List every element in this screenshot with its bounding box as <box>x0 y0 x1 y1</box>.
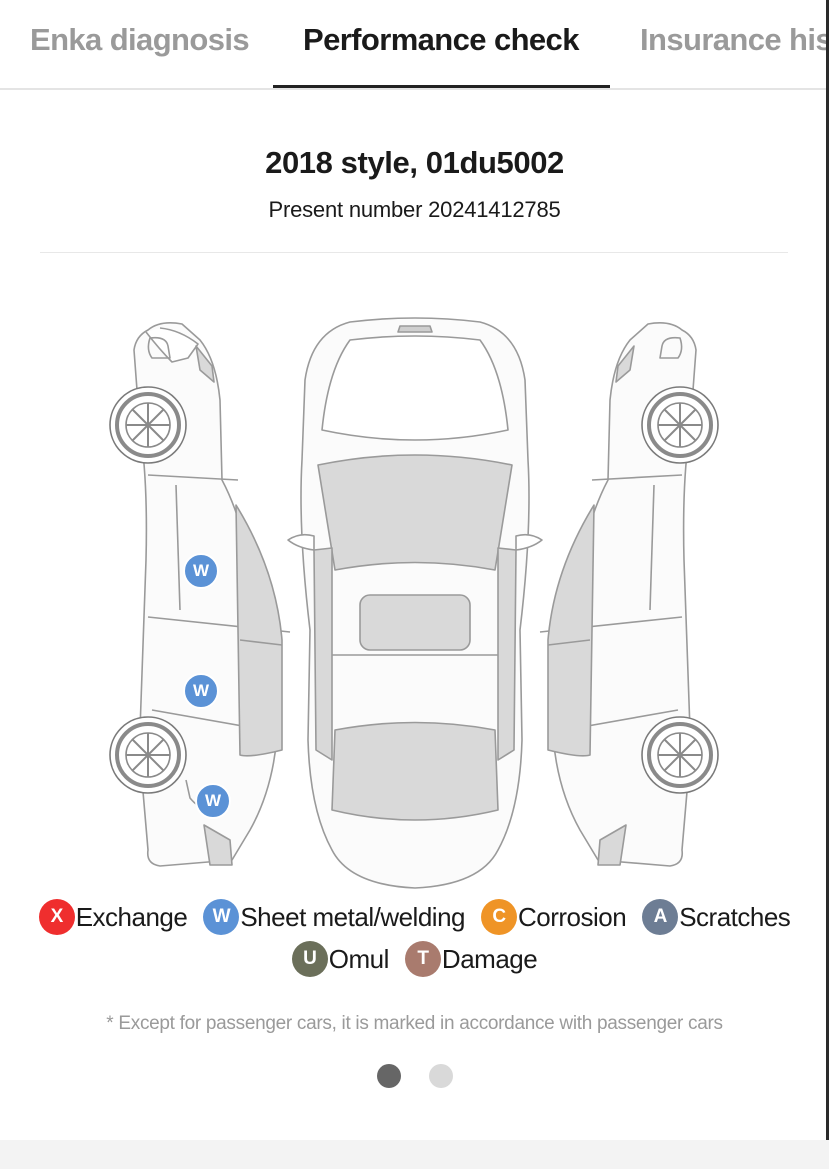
legend-label: Sheet metal/welding <box>240 901 465 932</box>
legend-label: Damage <box>441 943 538 974</box>
vehicle-title: 2018 style, 01du5002 <box>265 145 564 180</box>
active-tab-indicator <box>273 85 610 88</box>
legend-label: Omul <box>328 943 390 974</box>
pagination-dots <box>0 1064 829 1088</box>
corrosion-icon: C <box>480 899 517 935</box>
sheet-metal-welding-icon: W <box>203 899 240 935</box>
legend-item-damage: T Damage <box>404 941 538 977</box>
exchange-icon: X <box>38 899 75 935</box>
scratches-icon: A <box>642 899 679 935</box>
legend-row: X Exchange W Sheet metal/welding C Corro… <box>0 899 829 935</box>
legend-item-corrosion: C Corrosion <box>480 899 627 935</box>
damage-marker-front-door[interactable]: W <box>183 553 219 589</box>
omul-icon: U <box>291 941 328 977</box>
car-diagram: W W W <box>100 310 730 900</box>
tab-bar: Enka diagnosis Performance check Insuran… <box>0 0 829 90</box>
tab-insurance-history[interactable]: Insurance his <box>640 22 829 57</box>
page-dot-2[interactable] <box>428 1064 453 1088</box>
legend-item-omul: U Omul <box>291 941 390 977</box>
legend-label: Scratches <box>679 901 791 932</box>
footer-band <box>0 1140 829 1169</box>
footnote: * Except for passenger cars, it is marke… <box>106 1013 723 1034</box>
legend-item-exchange: X Exchange <box>38 899 188 935</box>
divider <box>40 252 788 253</box>
damage-icon: T <box>404 941 441 977</box>
legend-row: U Omul T Damage <box>0 941 829 977</box>
damage-marker-rear-quarter[interactable]: W <box>195 783 231 819</box>
tab-performance-check[interactable]: Performance check <box>303 22 579 57</box>
damage-marker-rear-door[interactable]: W <box>183 673 219 709</box>
tab-enka-diagnosis[interactable]: Enka diagnosis <box>30 22 250 57</box>
legend-item-scratches: A Scratches <box>642 899 791 935</box>
legend-label: Corrosion <box>517 901 627 932</box>
car-outline-illustration <box>109 317 719 889</box>
present-number: Present number 20241412785 <box>268 197 561 222</box>
page-dot-1[interactable] <box>376 1064 401 1088</box>
legend-label: Exchange <box>75 901 188 932</box>
legend-item-sheet-metal-welding: W Sheet metal/welding <box>203 899 465 935</box>
scroll-edge <box>826 0 829 1140</box>
